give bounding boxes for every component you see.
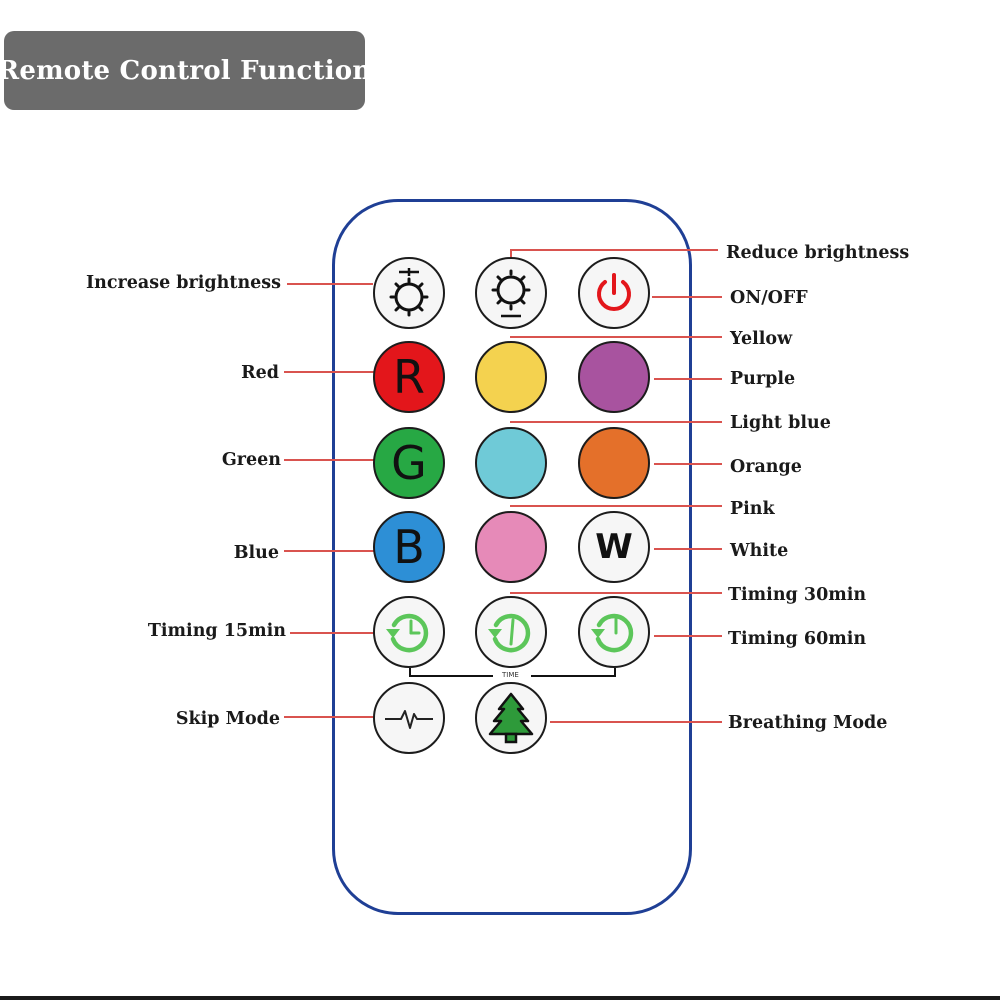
lead-reduce-brightness-v [510, 249, 512, 259]
increase-brightness-button[interactable] [373, 257, 445, 329]
timing-15min-button[interactable] [373, 596, 445, 668]
light-blue-button[interactable] [475, 427, 547, 499]
lead-blue [284, 550, 374, 552]
tree-icon [488, 692, 534, 744]
timer-clock-icon [386, 613, 429, 653]
lead-light-blue [510, 421, 722, 423]
lead-red [284, 371, 374, 373]
timer-group-connector-right [614, 668, 616, 676]
label-purple: Purple [730, 369, 796, 389]
sun-decrease-icon [491, 269, 531, 318]
timing-30min-button[interactable] [475, 596, 547, 668]
red-button-letter: R [393, 350, 425, 404]
timer-group-connector-bar-left [409, 675, 493, 677]
label-orange: Orange [730, 457, 802, 477]
lead-pink [510, 505, 722, 507]
pink-button[interactable] [475, 511, 547, 583]
blue-button-letter: B [393, 520, 425, 574]
timing-60min-button[interactable] [578, 596, 650, 668]
sun-increase-icon [389, 268, 429, 317]
reduce-brightness-button[interactable] [475, 257, 547, 329]
label-skip-mode: Skip Mode [175, 709, 280, 729]
label-breathing-mode: Breathing Mode [728, 713, 888, 733]
lead-green [284, 459, 374, 461]
white-button[interactable]: W [578, 511, 650, 583]
lead-orange [654, 463, 722, 465]
label-light-blue: Light blue [730, 413, 831, 433]
lead-increase-brightness [287, 283, 373, 285]
label-white: White [730, 541, 789, 561]
timer-group-connector-bar-right [531, 675, 616, 677]
label-timing-60: Timing 60min [728, 629, 867, 649]
lead-reduce-brightness-h [510, 249, 718, 251]
timer-group-connector-left [409, 668, 411, 676]
skip-mode-button[interactable] [373, 682, 445, 754]
lead-purple [654, 378, 722, 380]
green-button-letter: G [391, 436, 427, 490]
label-blue: Blue [233, 543, 279, 563]
label-green: Green [221, 450, 281, 470]
label-red: Red [241, 363, 279, 383]
label-reduce-brightness: Reduce brightness [726, 243, 910, 263]
title-banner: Remote Control Function [0, 31, 371, 110]
lead-timing-30 [510, 592, 722, 594]
green-button[interactable]: G [373, 427, 445, 499]
label-pink: Pink [730, 499, 775, 519]
time-caption: TIME [502, 671, 519, 679]
bottom-border [0, 996, 1000, 1000]
lead-breathing-mode [550, 721, 722, 723]
lead-on-off [652, 296, 722, 298]
label-timing-15: Timing 15min [147, 621, 286, 641]
lead-white [654, 548, 722, 550]
yellow-button[interactable] [475, 341, 547, 413]
pulse-wave-icon [385, 710, 433, 729]
on-off-button[interactable] [578, 257, 650, 329]
label-yellow: Yellow [730, 329, 793, 349]
blue-button[interactable]: B [373, 511, 445, 583]
lead-yellow [510, 336, 722, 338]
lead-timing-15 [290, 632, 374, 634]
purple-button[interactable] [578, 341, 650, 413]
lead-timing-60 [654, 635, 722, 637]
label-on-off: ON/OFF [730, 288, 808, 308]
orange-button[interactable] [578, 427, 650, 499]
label-timing-30: Timing 30min [728, 585, 867, 605]
power-icon [597, 273, 631, 311]
page-title: Remote Control Function [0, 55, 372, 86]
label-increase-brightness: Increase brightness [85, 273, 281, 293]
lead-skip-mode [284, 716, 374, 718]
red-button[interactable]: R [373, 341, 445, 413]
white-button-letter: W [595, 527, 633, 567]
timer-clock-icon [488, 613, 531, 653]
breathing-mode-button[interactable] [475, 682, 547, 754]
timer-clock-icon [591, 613, 634, 653]
